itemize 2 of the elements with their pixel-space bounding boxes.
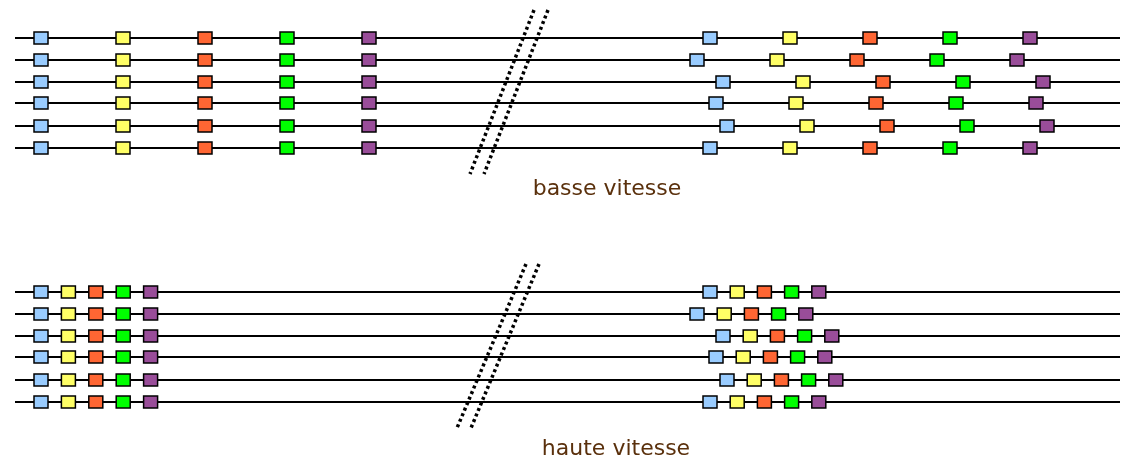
speed-caption: basse vitesse — [532, 175, 682, 202]
speed-caption: haute vitesse — [541, 435, 691, 462]
